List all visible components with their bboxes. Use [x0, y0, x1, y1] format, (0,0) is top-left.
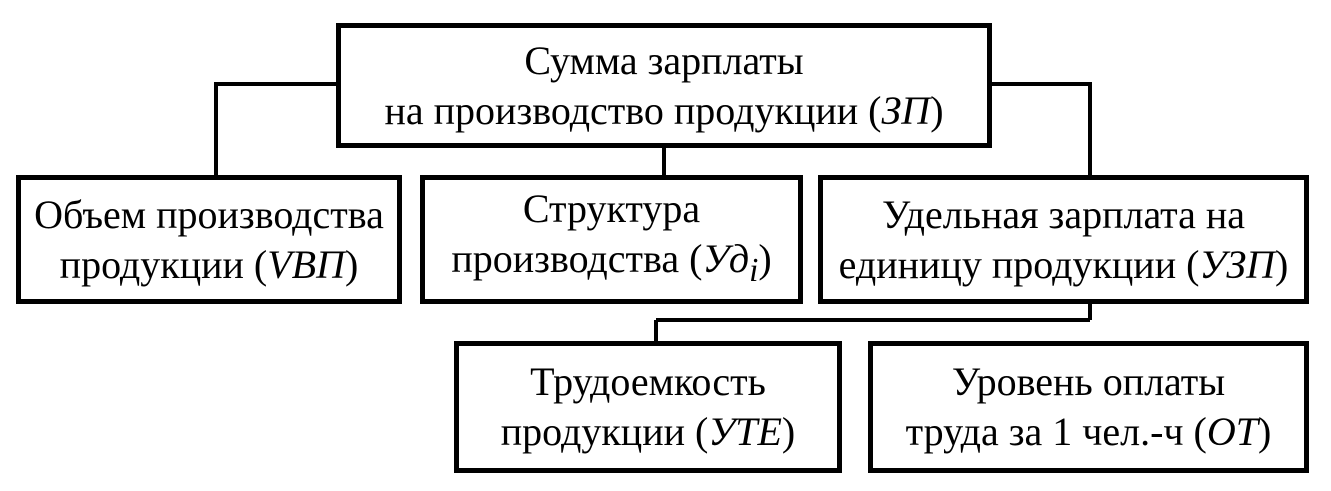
abbr-uzp: УЗП — [1199, 241, 1276, 287]
box-unit-salary: Удельная зарплата на единицу продукции (… — [818, 175, 1309, 304]
box-production-structure: Структура производства (Удi) — [420, 175, 803, 304]
abbr-vbp: VВП — [267, 241, 345, 287]
abbr-ute: УТЕ — [708, 409, 782, 454]
connector-root-right — [992, 82, 1092, 175]
connector-root-left — [214, 82, 336, 175]
box-labor-intensity: Трудоемкость продукции (УТЕ) — [454, 341, 842, 473]
root-line1: Сумма зарплаты — [524, 37, 804, 83]
abbr-ud: Уд — [702, 235, 750, 281]
abbr-ud-subscript: i — [749, 251, 759, 289]
box-pay-level: Уровень оплаты труда за 1 чел.-ч (ОТ) — [868, 341, 1309, 473]
root-box-salary-sum: Сумма зарплаты на производство продукции… — [336, 23, 992, 148]
root-abbr: ЗП — [881, 87, 931, 133]
abbr-ot: ОТ — [1206, 409, 1258, 454]
box-production-volume: Объем производства продукции (VВП) — [16, 175, 402, 304]
root-line2: на производство продукции ( — [384, 87, 882, 133]
